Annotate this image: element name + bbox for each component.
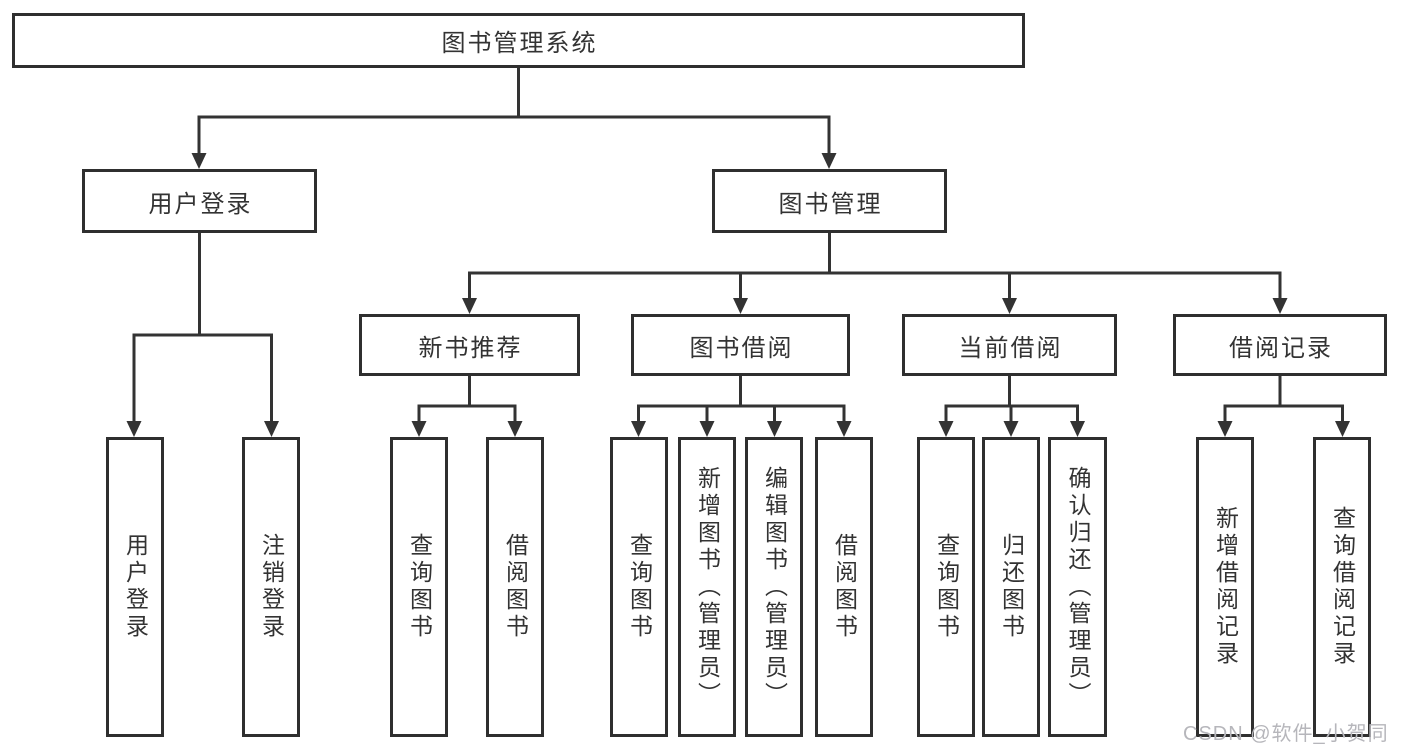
node-leaf-query-borrow-record: 查询借阅记录: [1313, 437, 1371, 737]
node-user-login: 用户登录: [82, 169, 317, 233]
node-book-management: 图书管理: [712, 169, 947, 233]
node-leaf-confirm-return-admin: 确认归还（管理员）: [1048, 437, 1107, 737]
node-leaf-query-books-2: 查询图书: [610, 437, 668, 737]
node-leaf-borrow-books-1: 借阅图书: [486, 437, 544, 737]
node-new-book-recommend: 新书推荐: [359, 314, 580, 376]
node-borrowing-records: 借阅记录: [1173, 314, 1387, 376]
node-leaf-query-books-3: 查询图书: [917, 437, 975, 737]
node-current-borrowing: 当前借阅: [902, 314, 1117, 376]
node-leaf-borrow-books-2: 借阅图书: [815, 437, 873, 737]
node-leaf-add-borrow-record: 新增借阅记录: [1196, 437, 1254, 737]
node-leaf-query-books-1: 查询图书: [390, 437, 448, 737]
node-leaf-edit-books-admin: 编辑图书（管理员）: [745, 437, 803, 737]
node-book-borrowing: 图书借阅: [631, 314, 850, 376]
node-leaf-add-books-admin: 新增图书（管理员）: [678, 437, 736, 737]
watermark: CSDN @软件_小贺同学: [1183, 723, 1389, 745]
node-leaf-logout: 注销登录: [242, 437, 300, 737]
node-leaf-return-books: 归还图书: [982, 437, 1040, 737]
node-leaf-user-login: 用户登录: [106, 437, 164, 737]
node-root-library-system: 图书管理系统: [12, 13, 1025, 68]
